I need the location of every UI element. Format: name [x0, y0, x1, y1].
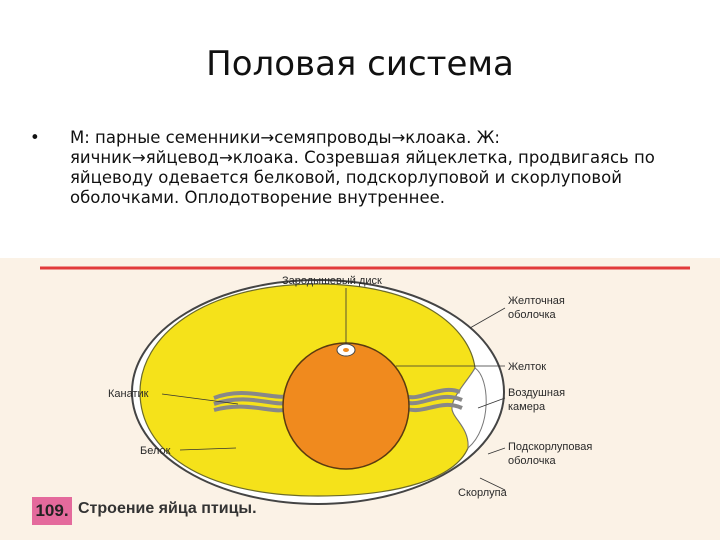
label-air-chamber-1: Воздушная	[508, 387, 565, 399]
leader-lines	[161, 288, 506, 491]
egg-structure-figure: Зародышевый диск Желточная оболочка Желт…	[0, 258, 720, 540]
bullet-dot: •	[30, 128, 40, 147]
label-yolk-membrane-2: оболочка	[508, 309, 556, 321]
egg-diagram: Зародышевый диск Желточная оболочка Желт…	[40, 266, 690, 505]
germinal-disc-center	[343, 348, 349, 352]
yolk	[282, 342, 410, 470]
label-subshell-membrane-1: Подскорлуповая	[508, 441, 592, 453]
label-yolk-membrane-1: Желточная	[508, 295, 565, 307]
label-subshell-membrane-2: оболочка	[508, 455, 556, 467]
bullet-text: М: парные семенники→семяпроводы→клоака. …	[70, 128, 655, 207]
label-air-chamber-2: камера	[508, 401, 546, 413]
air-chamber	[451, 367, 487, 450]
label-shell: Скорлупа	[458, 487, 508, 499]
label-yolk: Желток	[508, 361, 546, 373]
label-germinal-disc: Зародышевый диск	[282, 275, 382, 287]
label-chalaza: Канатик	[108, 388, 149, 400]
figure-caption: Строение яйца птицы.	[78, 500, 257, 517]
label-albumen: Белок	[140, 445, 171, 457]
caption-number-badge: 109.	[32, 497, 72, 525]
slide-title: Половая система	[206, 44, 514, 84]
